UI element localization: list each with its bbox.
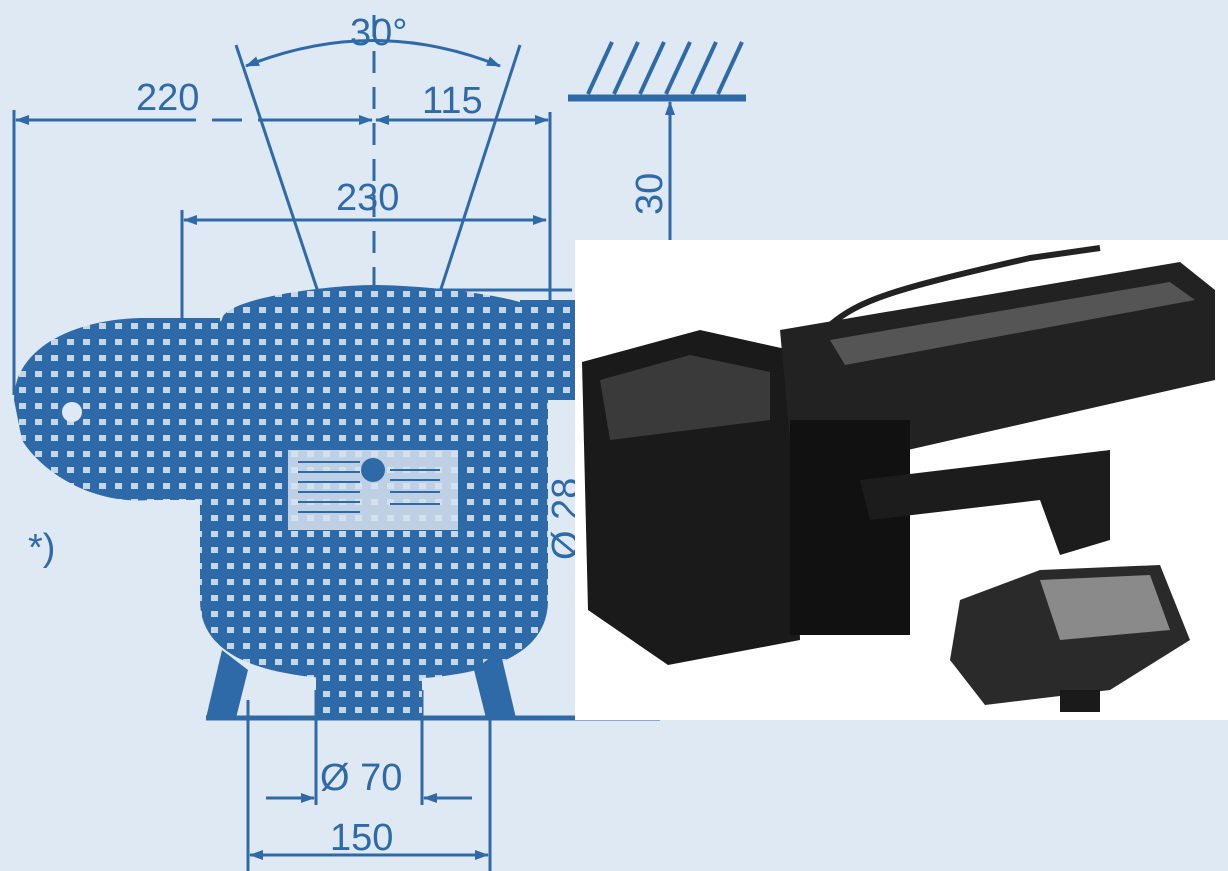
mount-hole	[62, 402, 82, 422]
footnote-marker: *)	[28, 527, 55, 569]
base-outer-label: 150	[330, 817, 393, 859]
clearance-label: 30	[629, 173, 671, 215]
product-photo	[575, 240, 1228, 720]
ceiling-hatch	[568, 41, 746, 102]
right-offset-label: 115	[422, 80, 483, 122]
center-marker	[361, 458, 385, 482]
width-top-label: 230	[336, 177, 399, 219]
left-offset-label: 220	[136, 77, 199, 119]
angle-label: 30°	[350, 12, 407, 54]
heater-body	[14, 285, 580, 718]
base-inner-label: Ø 70	[320, 757, 402, 799]
label-plate-lines	[298, 461, 440, 513]
